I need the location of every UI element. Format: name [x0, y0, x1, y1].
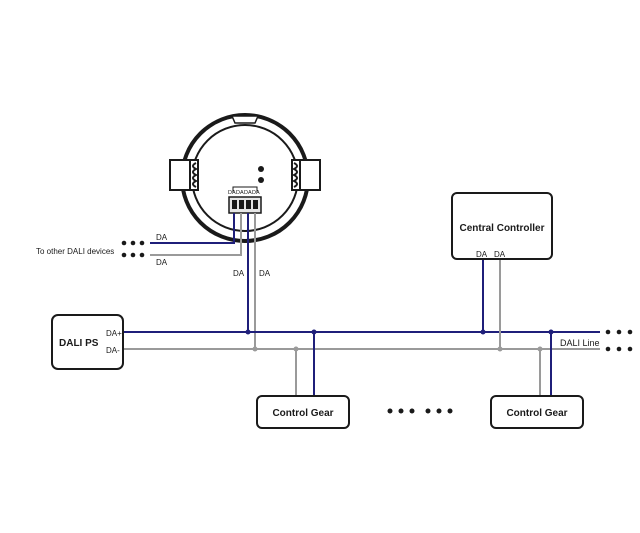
wire-label-da: DA: [233, 269, 245, 278]
power-supply-label: DALI PS: [59, 338, 99, 349]
wire-da-top: [150, 213, 235, 244]
terminal-label: DA: [244, 190, 252, 196]
terminal-label: DA: [252, 190, 260, 196]
sensor-top-notch: [230, 115, 260, 124]
control-gear-2: Control Gear: [490, 395, 584, 429]
terminal-label: DA: [236, 190, 244, 196]
wire-da-bottom: [150, 213, 242, 256]
continuation-dots-icon: [121, 240, 145, 258]
other-devices-label: To other DALI devices: [36, 247, 114, 256]
wire-label-da: DA: [476, 250, 488, 259]
sensor-outer-ring: [180, 113, 310, 243]
control-gear-1: Control Gear: [256, 395, 350, 429]
junctions: [245, 329, 554, 352]
central-controller-box: [451, 192, 553, 260]
wire-label-da: DA: [259, 269, 271, 278]
terminal-label-plus: DA+: [106, 329, 122, 338]
sensor-left-clip: [169, 159, 199, 191]
sensor-device: DA DA DA DA: [169, 113, 321, 243]
control-gear-box: [490, 395, 584, 429]
control-gear-label: Control Gear: [272, 408, 333, 419]
spring-icon: [291, 162, 298, 188]
dali-power-supply: DALI PS DA+ DA-: [51, 314, 124, 370]
wire-label-da: DA: [494, 250, 506, 259]
central-controller-label: Central Controller: [459, 223, 544, 234]
wire-label-da: DA: [156, 258, 168, 267]
control-gear-box: [256, 395, 350, 429]
central-controller: Central Controller DA DA: [451, 192, 553, 260]
wiring: [123, 213, 600, 396]
dali-line-label: DALI Line: [560, 338, 600, 348]
sensor-inner-ring: [191, 124, 299, 232]
bus-continuation-dots-icon: [605, 329, 633, 352]
sensor-right-clip: [291, 159, 321, 191]
sensor-led-dot: [258, 177, 264, 183]
terminal-label: DA: [228, 190, 236, 196]
wire-label-da: DA: [156, 233, 168, 242]
terminal-label-minus: DA-: [106, 346, 120, 355]
more-gear-dots-icon: [387, 408, 453, 414]
power-supply-box: [51, 314, 124, 370]
sensor-led-dot: [258, 166, 264, 172]
control-gear-label: Control Gear: [506, 408, 567, 419]
spring-icon: [192, 162, 199, 188]
other-dali-devices: To other DALI devices DA DA: [36, 233, 168, 267]
